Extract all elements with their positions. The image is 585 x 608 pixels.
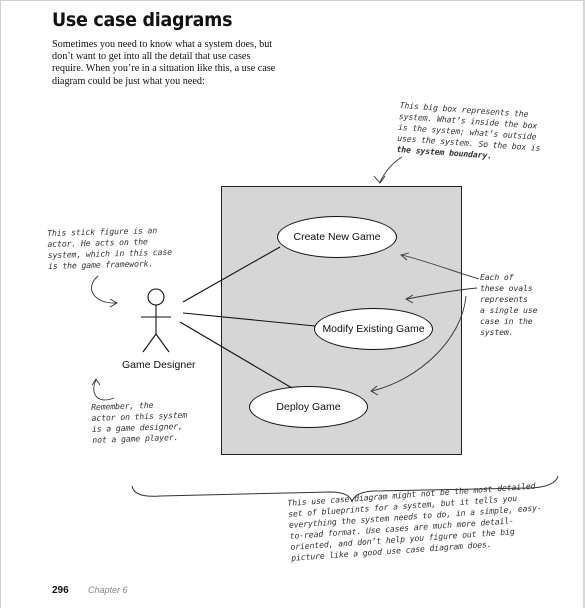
page-frame-left [0, 0, 1, 608]
page-frame-top [0, 0, 585, 1]
annotation-line: these ovals [480, 283, 533, 293]
association-lines [179, 246, 316, 389]
annotation-line: system. [480, 327, 514, 337]
page-number: 296 [52, 585, 69, 596]
use-case-label: Modify Existing Game [322, 323, 425, 335]
chapter-label: Chapter 6 [88, 585, 128, 595]
use-case-label: Create New Game [293, 231, 381, 243]
actor-stick-figure [141, 288, 171, 353]
use-case-deploy-game: Deploy Game [249, 386, 368, 428]
page-title: Use case diagrams [52, 9, 233, 31]
annotation-line: Each of [480, 272, 514, 282]
annotation-line: case in the [480, 316, 533, 326]
bottom-brace [131, 475, 559, 503]
use-case-create-new-game: Create New Game [277, 216, 397, 258]
annotation-arrows [91, 156, 480, 401]
intro-paragraph: Sometimes you need to know what a system… [52, 39, 276, 87]
page-frame-right [583, 0, 585, 608]
use-case-label: Deploy Game [276, 401, 341, 413]
use-case-modify-existing-game: Modify Existing Game [314, 308, 433, 350]
ovals-annotation: Each of these ovals represents a single … [480, 272, 540, 338]
annotation-line: represents [480, 294, 528, 304]
actor-label: Game Designer [122, 359, 196, 371]
annotation-line: a single use [480, 305, 538, 315]
